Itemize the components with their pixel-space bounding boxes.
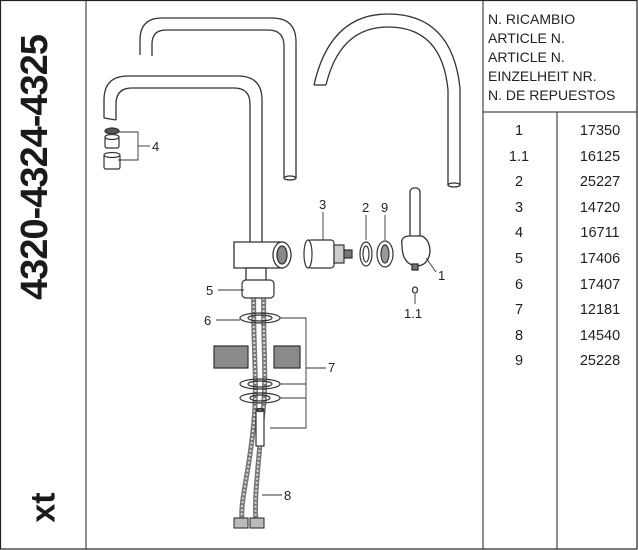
table-row: 4 16711 (484, 223, 638, 249)
header-line: N. DE REPUESTOS (488, 87, 616, 103)
part-number: 1 (514, 123, 524, 139)
callout-5: 5 (206, 283, 214, 298)
callout-1: 1 (438, 268, 446, 283)
callout-1-1: 1.1 (404, 306, 423, 321)
callout-7: 7 (328, 360, 336, 375)
article-code: 12181 (579, 302, 621, 319)
product-title: 4320-4324-4325 (14, 35, 56, 300)
part-number: 3 (514, 199, 524, 216)
article-code: 14540 (579, 327, 621, 344)
table-row: 2 25227 (484, 172, 638, 198)
parts-table: 1 17350 1.1 16125 2 25227 3 14720 4 16711 5 17… (484, 121, 638, 377)
spout-tall (139, 17, 297, 181)
callout-8: 8 (284, 488, 292, 503)
gasket (239, 312, 281, 324)
part-number: 6 (514, 276, 524, 293)
article-code: 16125 (579, 148, 621, 165)
header-line: EINZELHEIT NR. (488, 68, 597, 84)
valve-body (233, 241, 292, 283)
article-code: 17407 (579, 276, 621, 293)
table-row: 7 12181 (484, 300, 638, 326)
article-code: 25228 (579, 353, 621, 370)
part-number: 2 (514, 174, 524, 191)
table-row: 6 17407 (484, 275, 638, 301)
ring-and-nut (359, 240, 394, 268)
cartridge (303, 239, 353, 269)
main-spout (103, 75, 263, 245)
article-code: 17406 (579, 250, 621, 267)
part-number: 7 (514, 302, 524, 319)
part-number: 4 (514, 225, 524, 242)
callout-3: 3 (319, 197, 327, 212)
header-line: N. RICAMBIO (488, 11, 576, 27)
part-number: 8 (514, 327, 524, 344)
handle (401, 187, 431, 294)
part-number: 1.1 (508, 148, 530, 165)
table-header: N. RICAMBIO ARTICLE N. ARTICLE N. EINZEL… (488, 10, 636, 105)
table-row: 1.1 16125 (484, 147, 638, 173)
countertop (213, 345, 301, 369)
table-row: 8 14540 (484, 326, 638, 352)
table-row: 1 17350 (484, 121, 638, 147)
aerator-parts (103, 127, 121, 170)
table-row: 3 14720 (484, 198, 638, 224)
header-line: ARTICLE N. (488, 30, 565, 46)
callout-4: 4 (152, 139, 160, 154)
table-row: 5 17406 (484, 249, 638, 275)
leader-lines (118, 131, 437, 496)
brand-logo: xt (24, 492, 63, 523)
callout-6: 6 (204, 313, 212, 328)
fixing-kit (239, 378, 281, 447)
part-number: 9 (514, 353, 524, 370)
table-row: 9 25228 (484, 351, 638, 377)
article-code: 14720 (579, 199, 621, 216)
spout-curved (313, 13, 461, 188)
article-code: 16711 (580, 225, 620, 242)
shank-sleeve (241, 279, 275, 299)
part-number: 5 (514, 250, 524, 267)
callout-2: 2 (362, 200, 370, 215)
callout-9: 9 (381, 200, 389, 215)
header-line: ARTICLE N. (488, 49, 565, 65)
article-code: 25227 (579, 174, 621, 191)
article-code: 17350 (579, 123, 621, 139)
